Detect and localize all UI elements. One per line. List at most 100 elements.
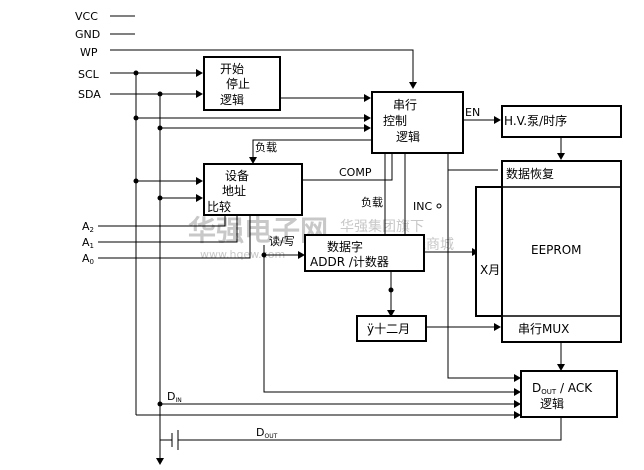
junction: [133, 178, 139, 184]
block-dout-ack-box: [520, 370, 618, 418]
signal-inc: INC: [413, 200, 432, 213]
wire-load1: [252, 139, 372, 157]
junctions: [133, 70, 394, 407]
inc-bubble: [436, 203, 442, 209]
block-start-stop-box: [203, 56, 281, 111]
pin-a2-name: A: [82, 220, 90, 233]
block-serial-control: 串行 控制 逻辑: [371, 91, 464, 154]
junction: [157, 125, 163, 131]
watermark-brand: 华强集团旗下: [340, 218, 424, 235]
signal-din-d: D: [167, 390, 175, 403]
wire-a1: [98, 215, 238, 243]
signal-din: DIN: [167, 390, 182, 404]
block-outer-box: [501, 160, 622, 343]
wire-sc-ack: [447, 153, 514, 379]
block-word-addr-line1: 数据字: [327, 239, 363, 254]
pin-a0-name: A: [82, 252, 90, 265]
pin-a0-sub: 0: [90, 258, 94, 266]
block-x-dec-box: [475, 186, 503, 317]
arrow: [387, 310, 395, 317]
junction: [261, 252, 267, 258]
block-dout-ack-line1: DOUT / ACK: [532, 381, 593, 396]
block-device-addr-line2: 地址: [222, 184, 246, 198]
pin-a2-sub: 2: [90, 226, 94, 234]
wire-a2: [98, 215, 226, 227]
pin-scl: SCL: [78, 68, 100, 81]
wire-dout: [178, 417, 562, 441]
block-hv-pump-label: H.V.泵/时序: [504, 113, 567, 128]
block-hv-pump-box: [501, 105, 622, 138]
arrow: [364, 94, 371, 102]
arrow: [196, 194, 203, 202]
pin-sda: SDA: [78, 88, 101, 101]
block-device-addr: 设备 地址 比较: [203, 163, 303, 216]
wire-rw: [263, 245, 514, 393]
block-y-dec-box: [356, 315, 427, 342]
block-serial-control-line2: 控制: [383, 114, 407, 128]
wire-a0: [98, 215, 251, 259]
block-dout-ack-line2: 逻辑: [540, 397, 564, 411]
pin-a1: A1: [82, 236, 94, 250]
arrow: [364, 124, 371, 132]
arrow: [196, 90, 203, 98]
block-dout-ack: DOUT / ACK 逻辑: [520, 370, 618, 418]
arrow: [156, 458, 164, 465]
block-eeprom-area: 数据恢复 EEPROM 串行MUX: [501, 160, 622, 343]
block-y-dec: ÿ十二月: [356, 315, 427, 342]
block-start-stop: 开始 停止 逻辑: [203, 56, 281, 111]
output-transistor: [160, 430, 179, 450]
block-word-addr-box: [304, 234, 425, 272]
junction: [133, 115, 139, 121]
junction: [133, 70, 139, 76]
block-start-stop-line3: 逻辑: [220, 93, 244, 107]
pin-a0: A0: [82, 252, 94, 266]
block-eeprom-label: EEPROM: [531, 243, 582, 257]
block-device-addr-line3: 比较: [207, 199, 231, 214]
arrow: [494, 116, 501, 124]
block-data-recovery-label: 数据恢复: [506, 166, 554, 181]
block-word-addr: 数据字 ADDR /计数器: [304, 234, 425, 272]
arrow: [494, 323, 501, 331]
wire-comp: [302, 152, 393, 181]
pin-a1-name: A: [82, 236, 90, 249]
pin-gnd: GND: [75, 28, 100, 41]
arrow: [514, 411, 521, 419]
junction: [388, 287, 394, 293]
block-word-addr-line2: ADDR /计数器: [310, 254, 389, 269]
arrow: [409, 82, 417, 89]
arrow: [298, 251, 305, 259]
pin-a2: A2: [82, 220, 94, 234]
signal-load1: 负载: [255, 140, 277, 154]
pin-wp: WP: [80, 46, 98, 59]
block-start-stop-line1: 开始: [220, 62, 244, 76]
arrow: [514, 374, 521, 382]
arrow: [196, 177, 203, 185]
pin-a1-sub: 1: [90, 242, 94, 250]
arrow: [557, 364, 565, 371]
signal-comp: COMP: [339, 166, 372, 179]
junction: [157, 91, 163, 97]
block-dout-ack-ack: / ACK: [556, 381, 593, 395]
signal-load2: 负载: [361, 195, 383, 209]
arrow: [514, 388, 521, 396]
block-serial-control-box: [371, 91, 464, 154]
block-serial-control-line3: 逻辑: [396, 130, 420, 144]
wires: [98, 49, 562, 458]
block-dout-ack-d: D: [532, 381, 541, 395]
block-serial-control-line1: 串行: [393, 98, 417, 112]
signal-dout-d: D: [256, 426, 264, 439]
block-dout-ack-sub: OUT: [541, 388, 557, 396]
arrow: [249, 157, 257, 164]
signal-din-sub: IN: [175, 397, 181, 404]
block-x-dec: X月: [475, 186, 503, 317]
arrow: [196, 69, 203, 77]
junction: [157, 195, 163, 201]
block-hv-pump: H.V.泵/时序: [501, 105, 622, 138]
signal-rw: 读/写: [269, 234, 295, 248]
block-start-stop-line2: 停止: [226, 76, 250, 91]
arrow: [364, 114, 371, 122]
block-x-dec-label: X月: [480, 263, 500, 277]
junction: [157, 401, 163, 407]
signal-en: EN: [465, 106, 480, 119]
